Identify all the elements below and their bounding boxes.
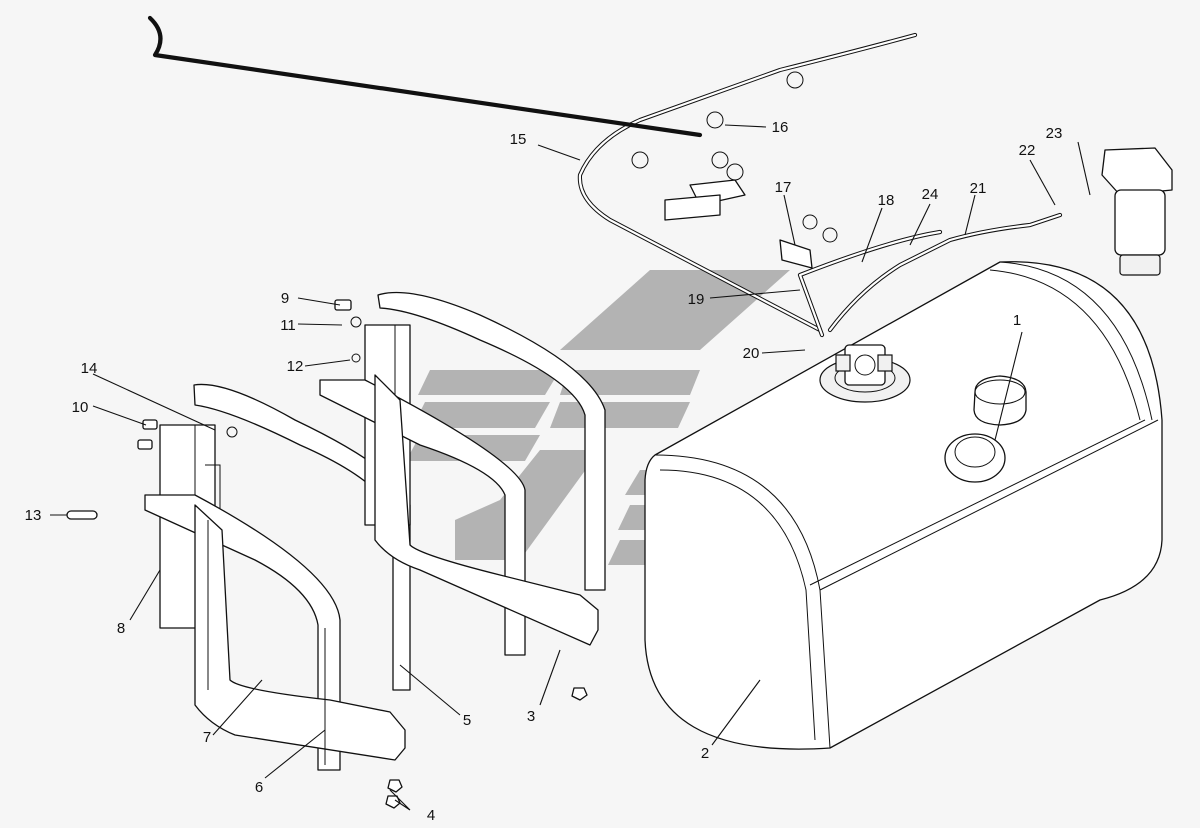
callout-5: 5 (463, 712, 471, 729)
callout-2: 2 (701, 745, 709, 762)
callout-21: 21 (970, 180, 987, 197)
callout-3: 3 (527, 708, 535, 725)
callout-23: 23 (1046, 125, 1063, 142)
fuel-filter (1101, 147, 1173, 276)
callout-24: 24 (922, 186, 939, 203)
callout-labels: 1 2 3 4 5 6 7 8 9 10 11 12 13 14 15 16 1… (25, 119, 1063, 824)
callout-4: 4 (427, 807, 435, 824)
callout-11: 11 (280, 317, 296, 334)
callout-6: 6 (255, 779, 263, 796)
callout-9: 9 (281, 290, 289, 307)
callout-7: 7 (203, 729, 211, 746)
callout-15: 15 (510, 131, 527, 148)
callout-22: 22 (1019, 142, 1036, 159)
leader-lines (50, 124, 1091, 811)
fuel-tank (644, 261, 1163, 750)
callout-12: 12 (287, 358, 304, 375)
callout-19: 19 (688, 291, 705, 308)
callout-16: 16 (772, 119, 789, 136)
fuel-lines (147, 15, 1063, 338)
callout-8: 8 (117, 620, 125, 637)
callout-17: 17 (775, 179, 792, 196)
callout-18: 18 (878, 192, 895, 209)
callout-20: 20 (743, 345, 760, 362)
callout-13: 13 (25, 507, 42, 524)
hose-clips (631, 71, 838, 269)
fuel-sender-unit (835, 344, 893, 386)
callout-14: 14 (81, 360, 98, 377)
tank-bracket-rear (319, 291, 606, 656)
callout-1: 1 (1013, 312, 1021, 329)
callout-10: 10 (72, 399, 89, 416)
filler-cap (973, 375, 1027, 426)
